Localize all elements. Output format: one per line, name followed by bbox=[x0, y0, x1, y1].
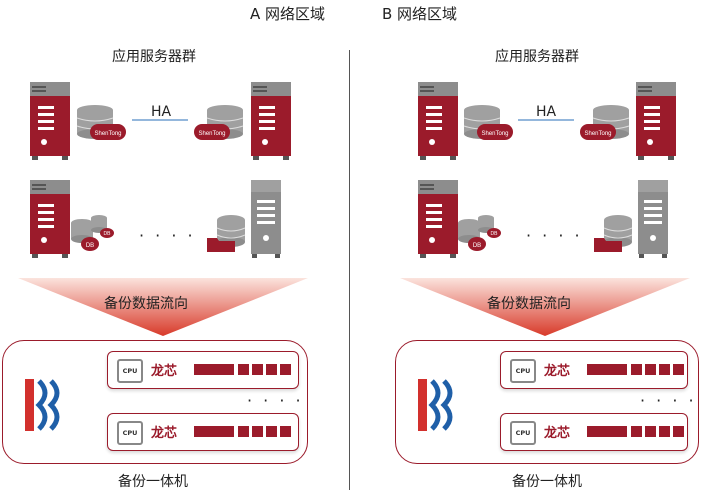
zone-b-server-ellipsis: · · · · bbox=[526, 226, 583, 245]
zone-a-db-badge-2: ShenTong bbox=[198, 131, 225, 137]
zone-a-shentong-db-2: ShenTong bbox=[194, 105, 244, 140]
zone-b-unit-ellipsis: · · · · bbox=[640, 391, 697, 410]
zone-a-flow-arrow bbox=[18, 278, 308, 336]
zone-a-db-folder-icon bbox=[207, 215, 246, 252]
zone-a-app-server-1 bbox=[30, 82, 70, 160]
zone-a-unit-ellipsis: · · · · bbox=[247, 391, 304, 410]
zone-b-db-folder-icon bbox=[594, 215, 633, 252]
zone-b-small-db-label: DB bbox=[473, 243, 481, 249]
zone-a-logo-bar bbox=[25, 379, 34, 431]
zone-b-app-server-1 bbox=[418, 82, 458, 160]
unit-brand-label: 龙芯 bbox=[151, 364, 178, 379]
zone-a-group-title: 应用服务器群 bbox=[112, 49, 196, 65]
zone-b-group-title: 应用服务器群 bbox=[495, 49, 579, 65]
zone-b-shentong-db-2: ShenTong bbox=[580, 105, 630, 140]
zone-b-brand-logo-icon bbox=[428, 379, 453, 431]
zone-a-ha-link bbox=[132, 119, 188, 121]
zone-b-backup-appliance: CPU 龙芯 · · · · CPU 龙芯 bbox=[395, 340, 699, 464]
zone-a-appliance-title: 备份一体机 bbox=[118, 474, 188, 490]
zone-a-backup-appliance: CPU 龙芯 · · · · CPU 龙芯 bbox=[2, 340, 308, 464]
zone-b-app-server-2 bbox=[636, 82, 676, 160]
zone-a-server-ellipsis: · · · · bbox=[139, 226, 196, 245]
zone-b-flow-arrow bbox=[400, 278, 690, 336]
zone-a-flow-label: 备份数据流向 bbox=[104, 296, 188, 312]
cpu-chip-icon: CPU bbox=[510, 359, 536, 383]
zone-divider bbox=[349, 50, 350, 490]
zone-a-db-badge: ShenTong bbox=[94, 131, 121, 137]
zone-a-loongson-unit-1: CPU 龙芯 bbox=[107, 351, 299, 389]
zone-b-logo-bar bbox=[418, 379, 427, 431]
zone-a-title: A 网络区域 bbox=[250, 5, 326, 23]
zone-b-ha-label: HA bbox=[536, 104, 557, 120]
zone-b-loongson-unit-2: CPU 龙芯 bbox=[500, 413, 688, 451]
zone-a-small-db-label-2: DB bbox=[104, 231, 112, 237]
cpu-chip-icon: CPU bbox=[117, 359, 143, 383]
zone-a-brand-logo-icon bbox=[35, 379, 60, 431]
zone-b-shentong-db-1: ShenTong bbox=[463, 105, 513, 140]
zone-b-db-badge-2: ShenTong bbox=[584, 131, 611, 137]
zone-a-loongson-unit-2: CPU 龙芯 bbox=[107, 413, 299, 451]
zone-a-gray-server bbox=[251, 180, 281, 258]
zone-a-small-db-label: DB bbox=[86, 243, 94, 249]
zone-a-db-icon-1: DB bbox=[71, 219, 99, 251]
unit-brand-label: 龙芯 bbox=[544, 426, 571, 441]
cpu-chip-icon: CPU bbox=[117, 421, 143, 445]
zone-a-shentong-db-1: ShenTong bbox=[76, 105, 126, 140]
zone-a-ha-label: HA bbox=[151, 104, 172, 120]
cpu-chip-icon: CPU bbox=[510, 421, 536, 445]
zone-b-flow-label: 备份数据流向 bbox=[487, 296, 571, 312]
zone-b-db-icon-2: DB bbox=[478, 215, 501, 238]
zone-b-db-icon-1: DB bbox=[458, 219, 486, 251]
zone-a-db-icon-2: DB bbox=[91, 215, 114, 238]
zone-b-loongson-unit-1: CPU 龙芯 bbox=[500, 351, 688, 389]
zone-a-app-server-3 bbox=[30, 180, 70, 258]
zone-b-title: B 网络区域 bbox=[382, 5, 458, 23]
zone-b-app-server-3 bbox=[418, 180, 458, 258]
zone-b-small-db-label-2: DB bbox=[491, 231, 499, 237]
zone-b-gray-server bbox=[638, 180, 668, 258]
zone-a-app-server-2 bbox=[251, 82, 291, 160]
unit-brand-label: 龙芯 bbox=[151, 426, 178, 441]
zone-b-appliance-title: 备份一体机 bbox=[512, 474, 582, 490]
zone-b-ha-link bbox=[518, 119, 574, 121]
unit-brand-label: 龙芯 bbox=[544, 364, 571, 379]
zone-b-db-badge: ShenTong bbox=[481, 131, 508, 137]
